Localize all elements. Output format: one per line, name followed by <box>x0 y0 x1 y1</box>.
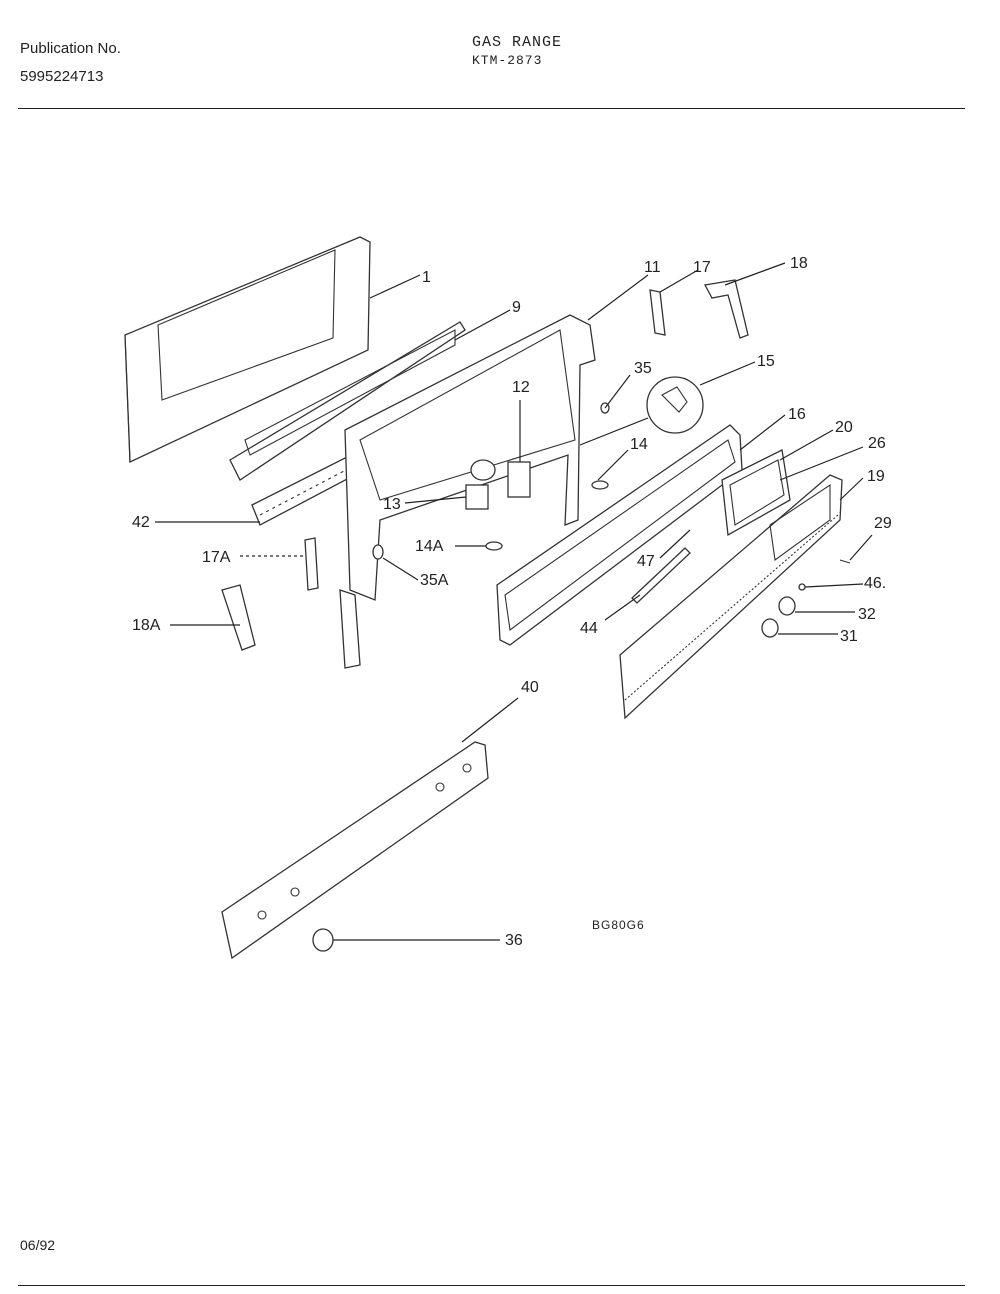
part-valve <box>470 459 496 481</box>
part-14a <box>485 541 503 551</box>
part-bracket-17 <box>649 289 666 336</box>
part-lower-rail <box>221 741 489 960</box>
part-labels: 1 9 11 17 18 35 15 12 14 16 20 26 19 13 … <box>132 255 892 949</box>
publication-number: 5995224713 <box>20 68 104 85</box>
footer-date: 06/92 <box>20 1237 56 1253</box>
part-bracket-17a <box>304 537 319 591</box>
part-35a <box>372 544 384 560</box>
label-17a: 17A <box>202 549 231 566</box>
label-15: 15 <box>757 353 775 370</box>
label-18a: 18A <box>132 617 161 634</box>
label-13: 13 <box>383 496 401 513</box>
label-17: 17 <box>693 259 711 276</box>
header-rule <box>18 108 965 109</box>
label-44: 44 <box>580 620 598 637</box>
label-35: 35 <box>634 360 652 377</box>
footer-rule <box>18 1285 965 1286</box>
part-14 <box>591 480 609 490</box>
part-grille-20 <box>721 449 791 537</box>
diagram-title: GAS RANGE <box>472 34 563 51</box>
model-number: KTM-2873 <box>472 53 543 68</box>
publication-label: Publication No. <box>20 40 121 57</box>
label-47: 47 <box>637 553 655 570</box>
label-19: 19 <box>867 468 885 485</box>
label-46: 46. <box>864 575 886 592</box>
label-16: 16 <box>788 406 806 423</box>
label-32: 32 <box>858 606 876 623</box>
label-26: 26 <box>868 435 886 452</box>
part-front-panel <box>619 474 843 720</box>
part-igniter-13 <box>465 484 489 510</box>
part-bracket-18 <box>703 279 749 339</box>
part-bracket-18a <box>221 584 256 651</box>
label-11: 11 <box>644 259 661 276</box>
label-12: 12 <box>512 379 530 396</box>
part-knob-31 <box>761 618 779 638</box>
part-knob-36 <box>312 928 334 952</box>
label-35a: 35A <box>420 572 449 589</box>
label-1: 1 <box>422 269 431 286</box>
part-47 <box>631 547 691 604</box>
part-46 <box>798 583 806 591</box>
label-14a: 14A <box>415 538 444 555</box>
detail-circle-15 <box>646 376 704 434</box>
label-20: 20 <box>835 419 853 436</box>
part-rear-panel <box>124 236 371 464</box>
label-42: 42 <box>132 514 150 531</box>
label-36: 36 <box>505 932 523 949</box>
part-grille-mesh <box>729 459 785 526</box>
label-29: 29 <box>874 515 892 532</box>
label-18: 18 <box>790 255 808 272</box>
part-top-rail <box>229 321 466 481</box>
leader-lines <box>155 262 873 941</box>
part-lower-leg <box>339 589 361 669</box>
label-9: 9 <box>512 299 521 316</box>
part-side-frame <box>344 314 596 601</box>
detail-clip <box>661 386 688 413</box>
part-29 <box>839 559 851 564</box>
label-31: 31 <box>840 628 858 645</box>
part-switch-12 <box>507 461 531 498</box>
part-knob-32 <box>778 596 796 616</box>
label-40: 40 <box>521 679 539 696</box>
diagram-code: BG80G6 <box>592 918 645 932</box>
label-14: 14 <box>630 436 648 453</box>
